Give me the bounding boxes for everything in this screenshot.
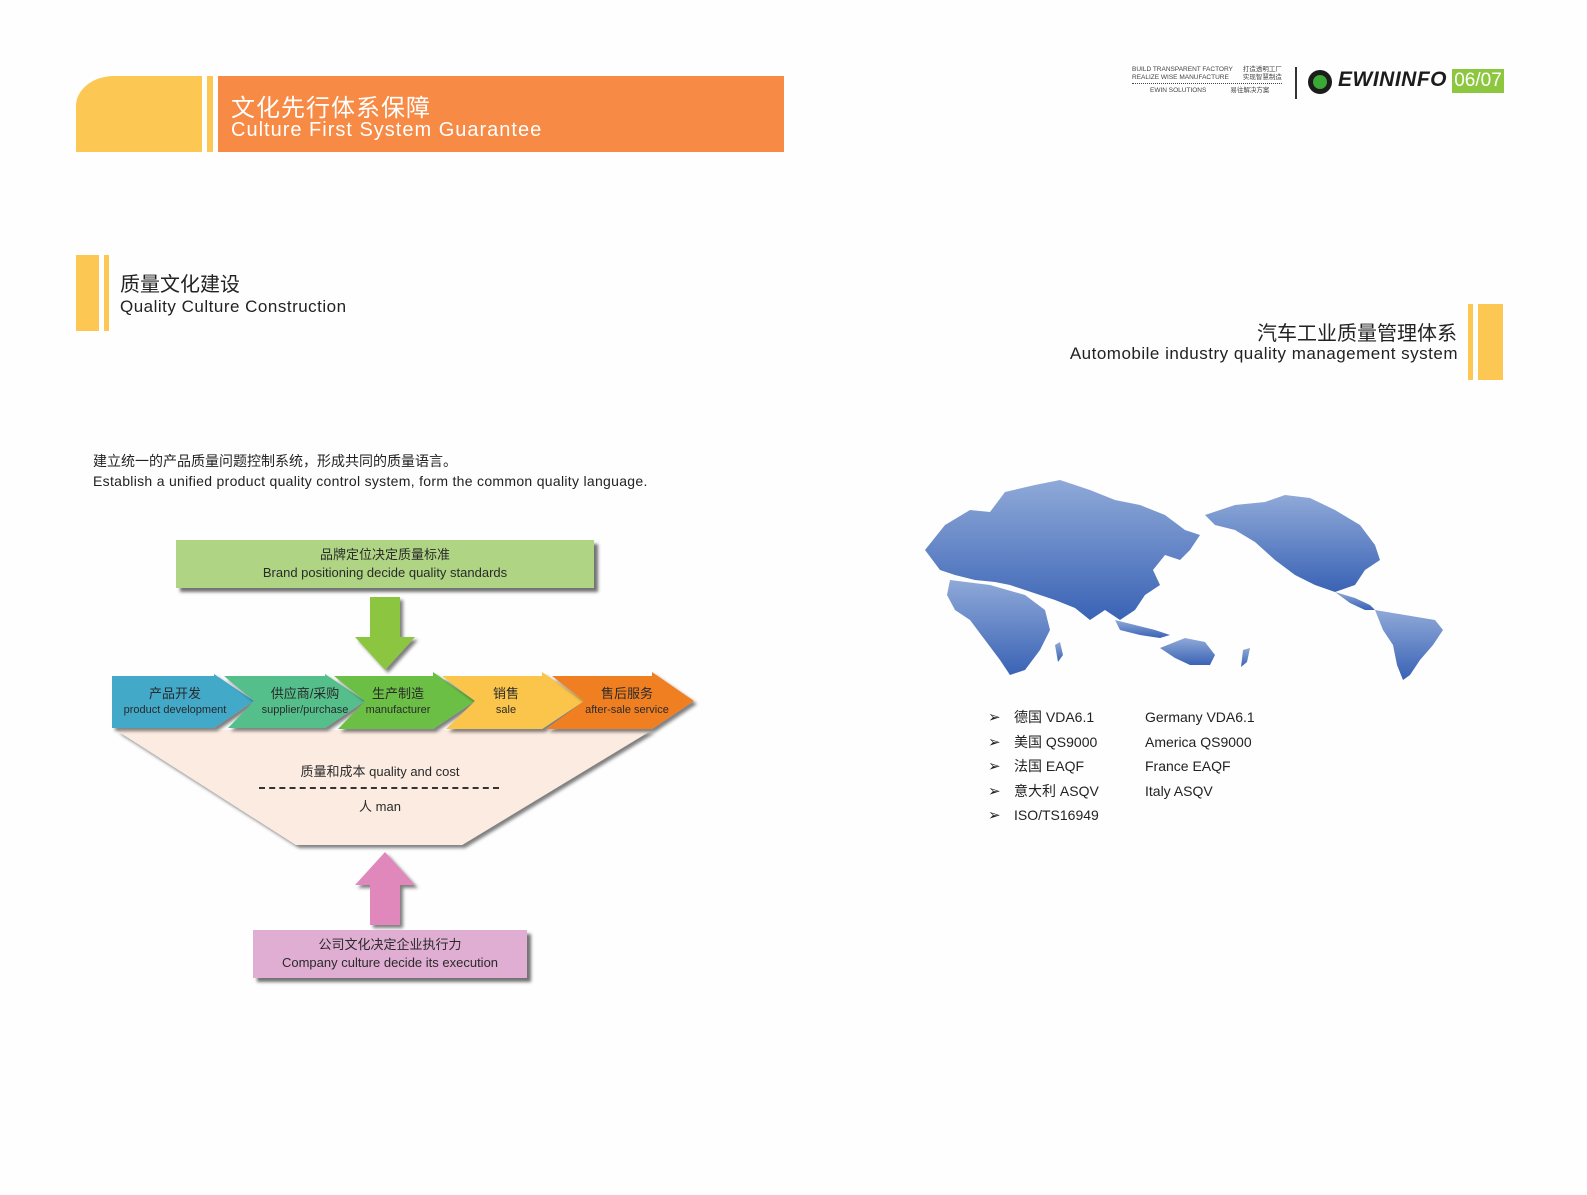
- chain-label-5: 售后服务 after-sale service: [585, 686, 669, 716]
- chain-label-1: 产品开发 product development: [123, 686, 227, 716]
- company-culture-box: 公司文化决定企业执行力 Company culture decide its e…: [253, 930, 527, 978]
- down-arrow-icon: [355, 597, 415, 670]
- cert-item: ➢ 意大利 ASQV Italy ASQV: [988, 782, 1213, 800]
- funnel-divider: [259, 787, 499, 789]
- up-arrow-icon: [355, 852, 415, 925]
- bullet-arrow-icon: ➢: [988, 782, 1001, 800]
- section-title-en: Quality Culture Construction: [120, 297, 347, 316]
- cert-item: ➢ ISO/TS16949: [988, 807, 1099, 825]
- chain-step-sale: [442, 672, 584, 729]
- cert-item: ➢ 美国 QS9000 America QS9000: [988, 733, 1252, 751]
- brand-positioning-cn: 品牌定位决定质量标准: [319, 547, 450, 562]
- bullet-arrow-icon: ➢: [988, 758, 1001, 776]
- slogan-cn-3: 易往解决方案: [1230, 87, 1270, 94]
- chain-label-3: 生产制造 manufacturer: [365, 686, 431, 716]
- slogan-en-2: REALIZE WISE MANUFACTURE: [1132, 74, 1229, 81]
- section-marker-strip: [104, 255, 109, 331]
- page-number-badge: 06/07: [1452, 69, 1504, 93]
- slogan-cn-2: 实现智慧制造: [1242, 74, 1282, 81]
- company-culture-cn: 公司文化决定企业执行力: [318, 937, 462, 952]
- brand-positioning-box: 品牌定位决定质量标准 Brand positioning decide qual…: [176, 540, 594, 588]
- section-right-title-cn: 汽车工业质量管理体系: [1257, 321, 1457, 345]
- bullet-arrow-icon: ➢: [988, 807, 1001, 825]
- banner-divider-strip: [207, 76, 213, 152]
- page-title-cn: 文化先行体系保障: [231, 94, 431, 122]
- certification-list: ➢ 德国 VDA6.1 Germany VDA6.1 ➢ 美国 QS9000 A…: [988, 705, 1305, 828]
- section-marker-bar: [76, 255, 99, 331]
- chain-label-2: 供应商/采购 supplier/purchase: [261, 686, 349, 716]
- intro-text-en: Establish a unified product quality cont…: [93, 473, 648, 489]
- banner-yellow-block: [76, 76, 202, 152]
- company-culture-en: Company culture decide its execution: [281, 955, 499, 970]
- chain-label-4: 销售 sale: [492, 686, 519, 716]
- chain-step-manufacturer: [334, 672, 475, 729]
- bullet-arrow-icon: ➢: [988, 709, 1001, 727]
- chain-step-supplier: [224, 674, 365, 728]
- cert-item: ➢ 德国 VDA6.1 Germany VDA6.1: [988, 709, 1255, 727]
- page-title-banner: [218, 76, 784, 152]
- funnel-quality-cost: 质量和成本 quality and cost: [300, 764, 460, 779]
- brand-divider: [1295, 67, 1297, 99]
- section-title-cn: 质量文化建设: [120, 272, 240, 296]
- intro-text-cn: 建立统一的产品质量问题控制系统，形成共同的质量语言。: [93, 454, 457, 470]
- section-right-title-en: Automobile industry quality management s…: [1069, 344, 1458, 363]
- cert-item: ➢ 法国 EAQF France EAQF: [988, 758, 1231, 776]
- world-map-icon: [925, 480, 1443, 680]
- brand-positioning-en: Brand positioning decide quality standar…: [262, 565, 508, 580]
- brand-name: EWININFO: [1338, 68, 1447, 91]
- swirl-logo-icon: [1308, 70, 1332, 94]
- bullet-arrow-icon: ➢: [988, 733, 1001, 751]
- slogan-cn-1: 打造透明工厂: [1242, 66, 1282, 73]
- slogan-en-3: EWIN SOLUTIONS: [1150, 87, 1207, 94]
- chain-step-after-sale: [546, 672, 694, 729]
- page-title-en: Culture First System Guarantee: [231, 119, 543, 141]
- slogan-en-1: BUILD TRANSPARENT FACTORY: [1132, 66, 1233, 73]
- funnel-man: 人 man: [359, 799, 401, 814]
- section-marker-bar-right: [1478, 304, 1503, 380]
- section-marker-strip-right: [1468, 304, 1473, 380]
- chain-step-product-development: [112, 674, 254, 728]
